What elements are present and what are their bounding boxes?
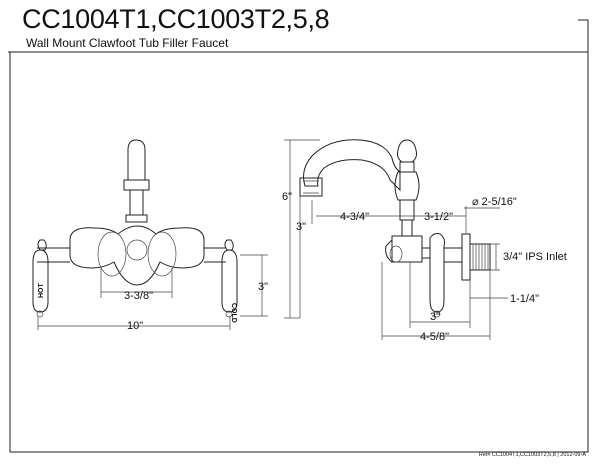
page-subtitle: Wall Mount Clawfoot Tub Filler Faucet: [26, 36, 229, 50]
front-body: [69, 225, 205, 286]
side-spout: [303, 139, 401, 192]
dim-center-spacing: 3-3/8": [124, 290, 153, 302]
dim-front-width: 10": [127, 320, 143, 332]
dim-diameter: ⌀ 2-5/16": [472, 196, 517, 208]
page-title: CC1004T1,CC1003T2,5,8: [22, 4, 330, 34]
front-handle-hot: HOT: [32, 239, 70, 318]
side-handle: [429, 233, 445, 313]
cold-label: COLD: [230, 303, 237, 323]
dim-body-reach: 3-1/2": [424, 211, 453, 223]
hot-label: HOT: [38, 283, 45, 299]
dim-spout-reach: 4-3/4": [340, 211, 369, 223]
dim-total-depth: 4-5/8": [420, 331, 449, 343]
front-handle-cold: COLD: [204, 239, 238, 323]
dim-inlet: 3/4" IPS Inlet: [503, 251, 567, 263]
dim-spout-height: 3": [296, 221, 306, 233]
dim-depth: 3": [430, 311, 440, 323]
dim-inlet-length: 1-1/4": [510, 293, 539, 305]
side-top-handle: [397, 139, 417, 163]
front-view: HOT COLD 3-3/8" 10" 3": [32, 139, 268, 332]
drawing-frame: [8, 19, 589, 453]
side-view: 6" 3" 4-3/4" 3-1/2" ⌀ 2-5/16" 3/4" IPS I…: [282, 139, 567, 343]
front-spout: [127, 139, 146, 181]
reference-code: Ref# CC1004T1,CC1003T2,5,8 | 2012-09-A: [478, 452, 586, 458]
dim-total-height: 6": [282, 191, 292, 203]
dim-handle-height: 3": [258, 281, 268, 293]
